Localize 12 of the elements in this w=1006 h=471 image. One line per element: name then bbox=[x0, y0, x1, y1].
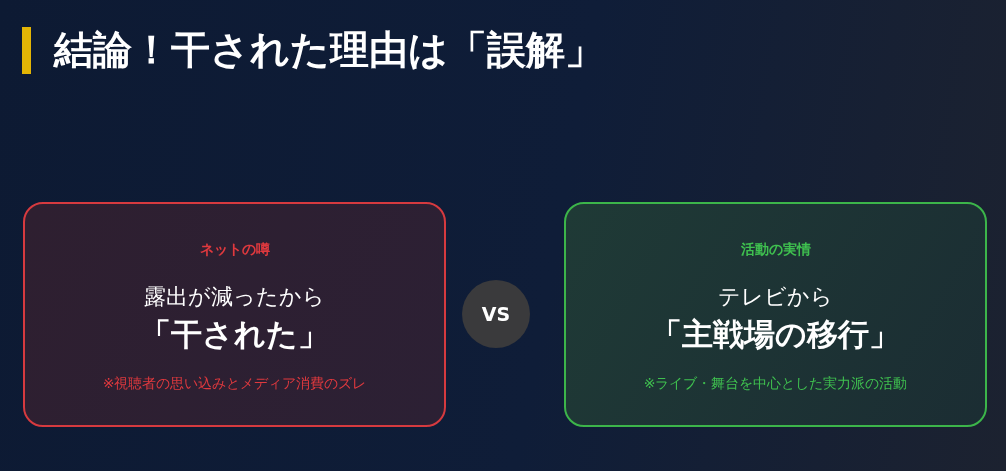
vs-circle: VS bbox=[462, 280, 530, 348]
card-note: ※ライブ・舞台を中心とした実力派の活動 bbox=[643, 374, 908, 392]
card-heading: ネットの噂 bbox=[199, 240, 270, 258]
card-statement: テレビから bbox=[718, 283, 833, 311]
card-emphasis: 「干された」 bbox=[140, 315, 329, 354]
slide-title: 結論！干された理由は「誤解」 bbox=[54, 26, 604, 74]
card-heading: 活動の実情 bbox=[740, 240, 811, 258]
card-emphasis: 「主戦場の移行」 bbox=[651, 315, 900, 354]
comparison-card bbox=[564, 202, 987, 427]
comparison-card bbox=[23, 202, 446, 427]
card-statement: 露出が減ったから bbox=[144, 283, 325, 311]
card-note: ※視聴者の思い込みとメディア消費のズレ bbox=[102, 374, 367, 392]
